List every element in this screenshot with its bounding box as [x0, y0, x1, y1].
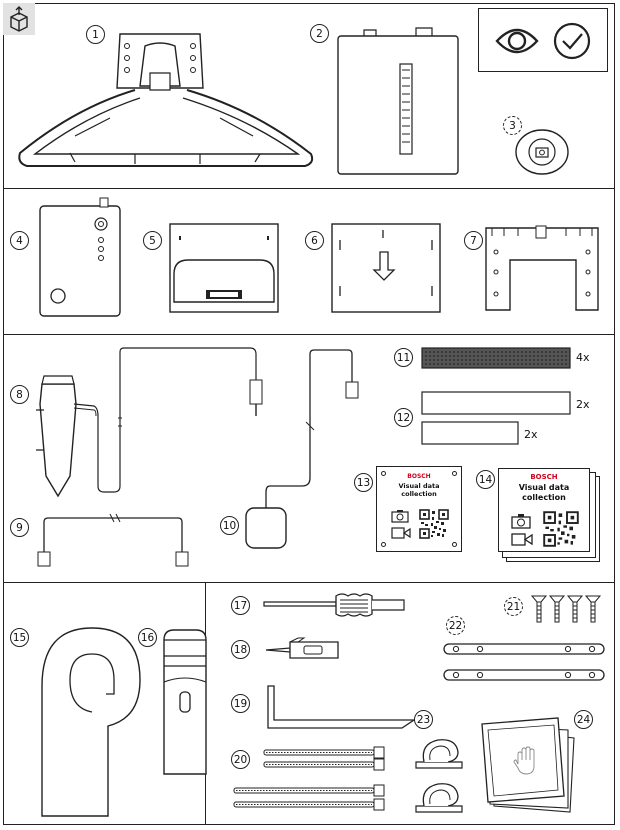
view-check-box	[478, 8, 608, 72]
part-14-label-card-stack: BOSCH Visual data collection	[498, 466, 600, 562]
part-6-cover-plate	[331, 223, 441, 313]
callout-6: 6	[305, 231, 324, 250]
callout-4: 4	[10, 231, 29, 250]
callout-15: 15	[10, 628, 29, 647]
divider-row-3	[3, 582, 615, 583]
qr-code-icon	[419, 509, 449, 539]
part-16-clip-holder	[163, 629, 207, 775]
part-11-foam-pads	[421, 347, 571, 369]
callout-19: 19	[231, 694, 250, 713]
divider-row-1	[3, 188, 615, 189]
video-icon	[511, 533, 533, 546]
divider-row-2	[3, 334, 615, 335]
callout-8: 8	[10, 385, 29, 404]
camera-icon	[391, 510, 409, 523]
part-19-hex-key	[267, 685, 417, 729]
part-1-mount-base	[18, 33, 314, 167]
callout-7: 7	[464, 231, 483, 250]
callout-2: 2	[310, 24, 329, 43]
callout-5: 5	[143, 231, 162, 250]
callout-16: 16	[138, 628, 157, 647]
callout-11: 11	[394, 348, 413, 367]
part-22-brackets	[443, 643, 605, 681]
part-24-cleaning-wipes	[481, 717, 575, 813]
package-icon	[3, 3, 35, 35]
callout-21: 21	[504, 597, 523, 616]
page-frame	[3, 3, 615, 825]
part-12-adhesive-strip-b	[421, 421, 519, 445]
brand-logo: BOSCH	[407, 473, 431, 480]
video-icon	[391, 527, 411, 539]
callout-10: 10	[220, 516, 239, 535]
part-7-frame-bracket	[485, 225, 599, 311]
callout-3: 3	[503, 116, 522, 135]
callout-1: 1	[86, 25, 105, 44]
callout-18: 18	[231, 640, 250, 659]
part-4-power-unit	[39, 197, 121, 317]
label-line-2: collection	[401, 490, 437, 498]
callout-20: 20	[231, 750, 250, 769]
callout-24: 24	[574, 710, 593, 729]
part-17-screwdriver	[263, 593, 405, 617]
part-5-base-plate	[169, 223, 279, 313]
label-line-1: Visual data	[518, 483, 570, 492]
hand-icon	[513, 746, 535, 775]
brand-logo: BOSCH	[530, 473, 558, 481]
camera-icon	[535, 147, 549, 158]
part-9-short-cable	[37, 513, 189, 567]
eye-icon	[495, 28, 539, 54]
callout-9: 9	[10, 518, 29, 537]
callout-22: 22	[446, 616, 465, 635]
qty-11: 4x	[576, 351, 590, 364]
part-8-car-charger-cable	[36, 347, 263, 498]
callout-13: 13	[354, 473, 373, 492]
label-line-1: Visual data	[398, 482, 440, 490]
part-2-device-body	[337, 27, 459, 175]
qr-code-icon	[543, 511, 579, 547]
part-12-adhesive-strip-a	[421, 391, 571, 415]
part-15-door-hanger	[41, 627, 141, 817]
part-21-screws	[530, 595, 602, 623]
part-20-cable-ties	[233, 746, 385, 811]
callout-17: 17	[231, 596, 250, 615]
qty-12b: 2x	[524, 428, 538, 441]
camera-icon	[511, 514, 531, 529]
part-13-label-card: BOSCH Visual data collection	[376, 466, 462, 552]
part-3-camera-button	[515, 129, 569, 175]
part-23-cable-clips	[415, 739, 463, 813]
callout-12: 12	[394, 408, 413, 427]
label-line-2: collection	[522, 493, 566, 502]
callout-23: 23	[414, 710, 433, 729]
qty-12a: 2x	[576, 398, 590, 411]
part-18-pin-tool	[265, 637, 339, 659]
part-10-gps-puck-cable	[245, 349, 359, 549]
checkmark-icon	[553, 22, 591, 60]
callout-14: 14	[476, 470, 495, 489]
